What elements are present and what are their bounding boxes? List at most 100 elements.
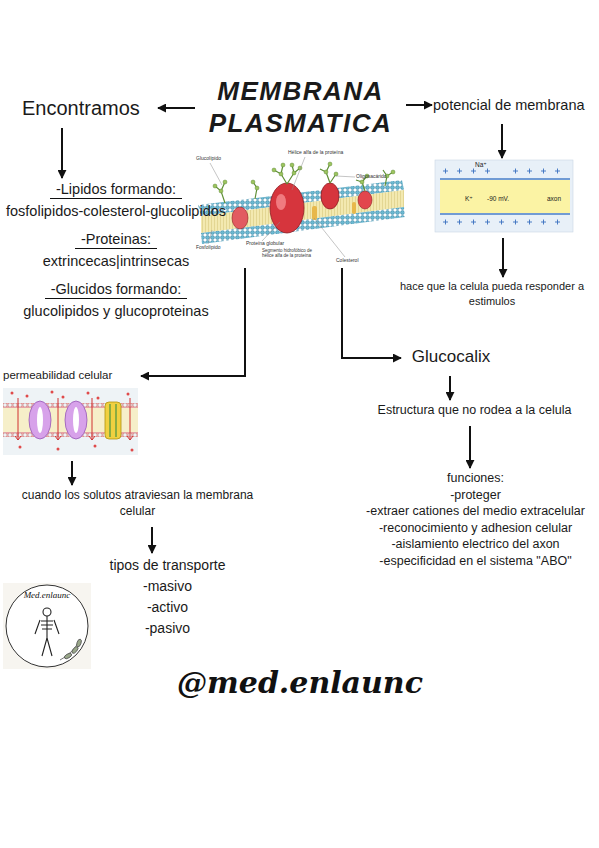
arrow-connector bbox=[61, 128, 63, 178]
glycan-beads-part bbox=[223, 180, 227, 184]
proteins-part bbox=[270, 183, 304, 233]
proteins bbox=[232, 183, 372, 233]
arrow-connector bbox=[501, 124, 503, 158]
bilayer bbox=[198, 180, 405, 244]
flux-arrows-part bbox=[55, 398, 61, 440]
node-text: -especificidad en el sistema "ABO" bbox=[352, 553, 599, 570]
potential-illustration-part bbox=[435, 160, 573, 232]
proteins-part bbox=[321, 183, 339, 209]
proteins-part bbox=[352, 202, 356, 214]
part-label: Fosfolípido bbox=[196, 245, 236, 251]
glycans-part bbox=[274, 165, 300, 184]
arrow-connector bbox=[151, 527, 153, 553]
part-label: Colesterol bbox=[336, 258, 376, 264]
channel-proteins-part bbox=[115, 404, 117, 437]
part-label: Oligosacárido bbox=[356, 174, 400, 180]
component-list: -Lipidos formando: fosfolipidos-colestero… bbox=[0, 180, 232, 352]
solute-dots-part bbox=[97, 397, 100, 400]
note-node: Estructura que no rodea a la celula bbox=[350, 402, 599, 420]
potential-illustration-part bbox=[440, 178, 570, 180]
channel-proteins-part bbox=[29, 401, 51, 439]
heading-text: -Proteinas: bbox=[75, 230, 157, 249]
glycan-beads-part bbox=[272, 168, 276, 172]
flux-arrows bbox=[15, 398, 133, 440]
logo-part bbox=[6, 585, 88, 667]
node-text: cuando los solutos atraviesan la membran… bbox=[20, 487, 255, 519]
glycans bbox=[215, 164, 393, 203]
proteins-part bbox=[232, 207, 248, 229]
leader-lines bbox=[208, 157, 355, 257]
glycan-beads-part bbox=[324, 170, 328, 174]
node-text: Estructura que no rodea a la celula bbox=[350, 402, 599, 418]
plus-signs bbox=[443, 169, 560, 225]
node-text: permeabilidad celular bbox=[3, 367, 140, 383]
channel-proteins bbox=[29, 401, 121, 439]
potential-illustration-part bbox=[440, 180, 570, 213]
glycans-part bbox=[215, 182, 257, 203]
node-text: -90 mV. bbox=[487, 196, 509, 203]
node-text: -proteger bbox=[352, 487, 599, 504]
note-node: hace que la celula pueda responder a est… bbox=[385, 279, 599, 311]
node-text: fosfolipidos-colesterol-glucolipidos bbox=[0, 201, 232, 222]
proteins-part bbox=[312, 206, 317, 220]
node-text: -reconocimiento y adhesion celular bbox=[352, 520, 599, 537]
glycan-beads-part bbox=[360, 180, 364, 184]
potential-image-node: Na⁺ K⁺ -90 mV. axon bbox=[435, 160, 573, 232]
node-text: tipos de transporte bbox=[90, 555, 245, 576]
arrow-connector bbox=[158, 107, 195, 109]
solute-dots-part bbox=[19, 446, 22, 449]
node-text: -aislamiento electrico del axon bbox=[352, 536, 599, 553]
node-text: Glucocalix bbox=[402, 346, 500, 368]
skeleton-part bbox=[35, 616, 59, 656]
glycan-beads-part bbox=[255, 186, 259, 190]
flux-arrows-part bbox=[89, 398, 95, 440]
topic-node: potencial de membrana bbox=[433, 96, 599, 118]
node-text: K⁺ bbox=[465, 196, 473, 203]
arrow-connector bbox=[469, 426, 471, 468]
solute-dots-part bbox=[87, 392, 90, 395]
node-text: Na⁺ bbox=[475, 162, 487, 169]
leader-lines-part bbox=[314, 218, 345, 257]
handle-text: @med.enlaunc bbox=[140, 666, 460, 701]
arrow-connector bbox=[342, 268, 401, 358]
permeability-illustration-part bbox=[3, 388, 138, 455]
glycan-beads-part bbox=[328, 162, 332, 166]
node-text: -pasivo bbox=[90, 618, 245, 639]
channel-proteins-part bbox=[37, 407, 43, 433]
glycan-beads-part bbox=[334, 172, 338, 176]
channel-proteins-part bbox=[105, 402, 121, 439]
proteins-part bbox=[276, 194, 286, 210]
glycan-beads-part bbox=[279, 172, 283, 176]
solute-dots-part bbox=[94, 445, 97, 448]
leader-lines-part bbox=[262, 222, 280, 241]
leaves-part bbox=[64, 652, 73, 659]
logo-part bbox=[3, 583, 91, 669]
node-text: -masivo bbox=[90, 576, 245, 597]
solute-dots-part bbox=[26, 395, 29, 398]
channel-proteins-part bbox=[109, 404, 111, 437]
channel-proteins-part bbox=[65, 401, 87, 439]
glycan-beads-part bbox=[281, 163, 285, 167]
logo-text: Med.enlaunc bbox=[8, 590, 86, 600]
function-list: funciones:-proteger-extraer cationes del… bbox=[352, 470, 599, 610]
part-label: Glucolípido bbox=[196, 156, 236, 162]
solute-dots-part bbox=[131, 449, 134, 452]
glycan-beads-part bbox=[251, 180, 255, 184]
arrow-connector bbox=[406, 104, 432, 106]
node-text: axon bbox=[547, 196, 561, 203]
solute-dots bbox=[11, 391, 134, 452]
part-label: Proteína globular bbox=[246, 241, 296, 247]
skeleton bbox=[35, 608, 59, 656]
node-text: funciones: bbox=[352, 470, 599, 487]
skeleton-part bbox=[43, 608, 51, 616]
glycan-beads-part bbox=[292, 171, 296, 175]
list-node: tipos de transporte-masivo-activo-pasivo bbox=[90, 555, 245, 641]
flux-arrows-part bbox=[15, 398, 21, 440]
leaves-part bbox=[76, 639, 82, 648]
heading-text: -Lipidos formando: bbox=[50, 180, 182, 199]
topic-node: Encontramos bbox=[22, 96, 156, 122]
glycans-part bbox=[320, 164, 336, 183]
node-text: glucolipidos y glucoproteinas bbox=[0, 301, 232, 322]
arrow-connector bbox=[71, 461, 73, 485]
